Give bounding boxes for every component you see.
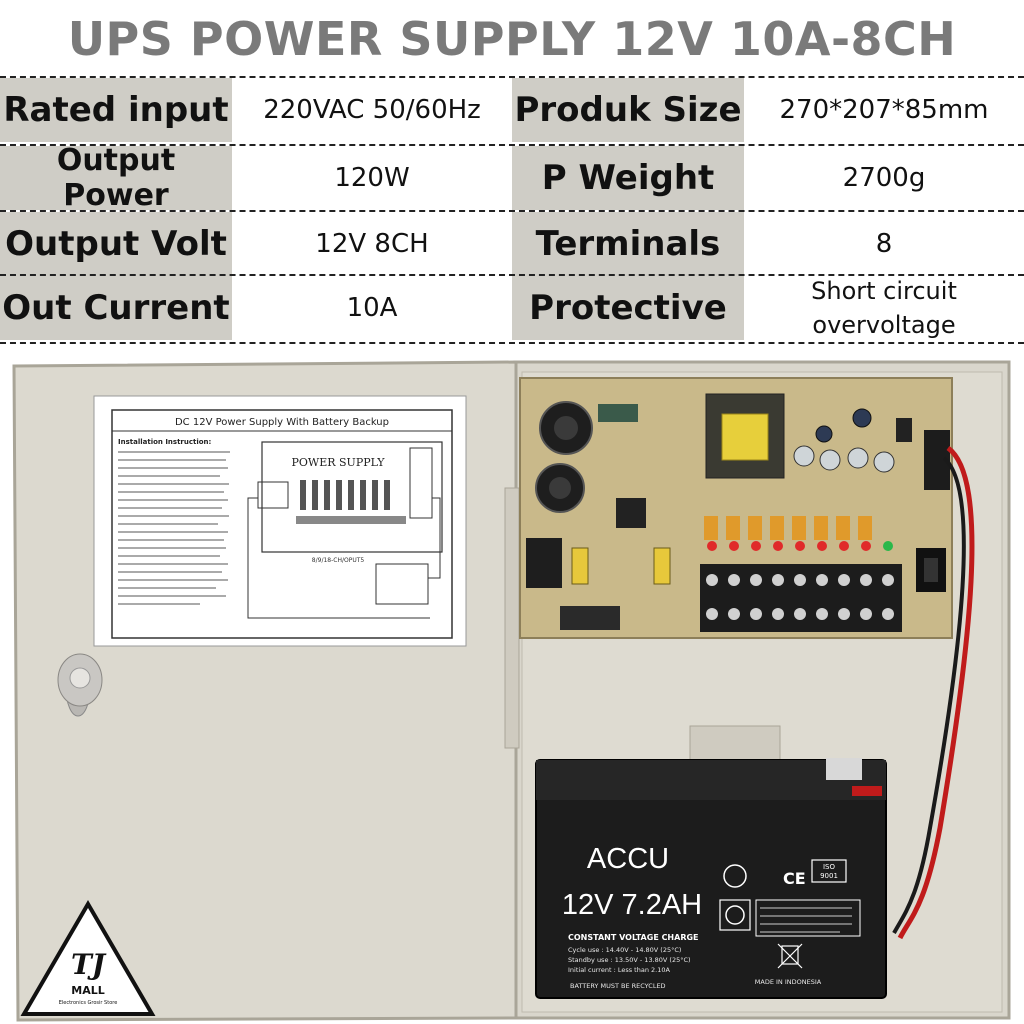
diagram-sublabel: 8/9/18-CH/OPUT5: [312, 557, 365, 564]
product-photo: DC 12V Power Supply With Battery Backup …: [0, 348, 1024, 1024]
pcb-board: [519, 377, 953, 639]
spec-value: 2700g: [842, 163, 926, 193]
battery: ACCU 12V 7.2AH CE ISO 9001 CONSTANT VOLT…: [535, 758, 887, 999]
terminal-block: [700, 564, 902, 632]
spec-label: Terminals: [512, 212, 744, 276]
spec-value: 8: [875, 229, 893, 259]
power-supply-cabinet-illustration: DC 12V Power Supply With Battery Backup …: [12, 360, 1011, 1022]
row-divider: [0, 342, 1024, 344]
page-title: UPS POWER SUPPLY 12V 10A-8CH: [67, 12, 957, 66]
recycle-icon: [719, 899, 751, 931]
spec-value: 12V 8CH: [315, 229, 429, 259]
diagram-label: POWER SUPPLY: [291, 456, 385, 469]
iso-badge: [811, 859, 847, 883]
svg-text:TJ: TJ: [71, 948, 107, 981]
spec-row: Out Current 10A Protective Short circuit…: [0, 276, 1024, 340]
spec-table: Rated input 220VAC 50/60Hz Produk Size 2…: [0, 76, 1024, 344]
initial-current: Initial current : Less than 2.10A: [568, 966, 670, 974]
led-indicator-row: [707, 541, 893, 551]
spec-label: Protective: [512, 276, 744, 340]
spec-label: Output Power: [0, 143, 232, 213]
svg-text:9001: 9001: [820, 872, 838, 880]
tj-mall-logo: TJ MALL Electronics Grosir Store: [20, 900, 156, 1016]
crossed-bin-icon: [777, 943, 803, 969]
spec-value: 10A: [346, 293, 398, 323]
door-hinge: [504, 487, 520, 749]
svg-text:ISO: ISO: [823, 863, 836, 871]
spec-label: Out Current: [0, 276, 232, 340]
row-divider: [0, 144, 1024, 146]
battery-terminal: [826, 758, 862, 780]
red-wire: [897, 445, 975, 940]
battery-label-line2: 12V 7.2AH: [562, 889, 702, 921]
spec-label: P Weight: [512, 146, 744, 210]
spec-value: 120W: [334, 163, 410, 193]
row-divider: [0, 210, 1024, 212]
spec-value: 270*207*85mm: [779, 95, 989, 125]
made-in: MADE IN INDONESIA: [755, 978, 822, 986]
spec-value-line: Short circuit: [811, 277, 957, 305]
black-wire: [892, 456, 966, 934]
spec-label: Rated input: [0, 78, 232, 142]
standby-use: Standby use : 13.50V - 13.80V (25°C): [568, 956, 691, 964]
recycle-note: BATTERY MUST BE RECYCLED: [570, 982, 666, 990]
svg-text:MALL: MALL: [71, 984, 104, 997]
spec-row: Output Power 120W P Weight 2700g: [0, 143, 1024, 213]
instruction-section: Installation Instruction:: [118, 438, 212, 446]
spec-row: Rated input 220VAC 50/60Hz Produk Size 2…: [0, 78, 1024, 142]
capacitor-row: [793, 408, 895, 473]
ce-mark-icon: CE: [783, 869, 806, 888]
spec-label: Produk Size: [512, 78, 744, 142]
spec-value-line: overvoltage: [812, 311, 956, 339]
spec-value: 220VAC 50/60Hz: [263, 95, 481, 125]
charge-heading: CONSTANT VOLTAGE CHARGE: [568, 933, 699, 942]
spec-label: Output Volt: [0, 212, 232, 276]
instruction-sheet: DC 12V Power Supply With Battery Backup …: [93, 395, 467, 647]
instruction-heading: DC 12V Power Supply With Battery Backup: [175, 417, 389, 428]
spec-row: Output Volt 12V 8CH Terminals 8: [0, 212, 1024, 276]
door-lock-icon: [57, 653, 103, 717]
battery-label-line1: ACCU: [587, 843, 669, 875]
fuse-row: [704, 516, 872, 540]
cycle-use: Cycle use : 14.40V - 14.80V (25°C): [568, 946, 681, 954]
svg-text:Electronics Grosir Store: Electronics Grosir Store: [59, 1000, 118, 1006]
ul-mark-icon: [723, 864, 747, 888]
row-divider: [0, 76, 1024, 78]
row-divider: [0, 274, 1024, 276]
spec-value: Short circuit overvoltage: [744, 276, 1024, 340]
